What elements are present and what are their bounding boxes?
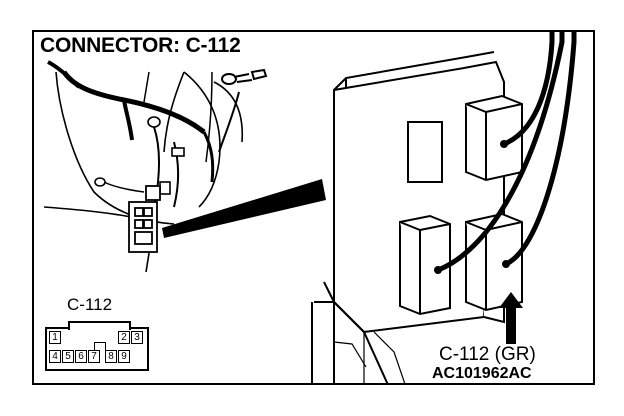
pointer-arrow xyxy=(499,292,523,344)
connector-face-label: C-112 xyxy=(67,295,113,314)
connector-latch-tab xyxy=(68,321,131,330)
pin-6: 6 xyxy=(75,350,87,363)
pin-2: 2 xyxy=(118,331,130,344)
wire-terminals xyxy=(434,140,510,274)
harness-clips xyxy=(94,116,185,195)
pin-3: 3 xyxy=(131,331,143,344)
pin-1: 1 xyxy=(49,331,61,344)
figure-code: AC101962AC xyxy=(432,365,532,382)
relay-connectors xyxy=(399,94,523,316)
callout-wedge xyxy=(162,179,326,238)
pin-9: 9 xyxy=(118,350,130,363)
pin-8: 8 xyxy=(105,350,117,363)
grommet xyxy=(221,68,268,85)
connector-illustration xyxy=(43,32,577,383)
connector-callout-label: C-112 (GR) xyxy=(439,344,536,365)
pin-4: 4 xyxy=(49,350,61,363)
pin-7: 7 xyxy=(88,350,100,363)
pin-5: 5 xyxy=(62,350,74,363)
connector-key xyxy=(94,342,106,350)
small-connector-cluster xyxy=(128,185,161,253)
diagram-frame: CONNECTOR: C-112 C-112 1 2 3 4 5 6 7 8 9… xyxy=(32,30,595,385)
connector-face-diagram: 1 2 3 4 5 6 7 8 9 xyxy=(45,321,149,371)
diagram-title: CONNECTOR: C-112 xyxy=(40,34,241,57)
relay-wires xyxy=(435,32,577,273)
